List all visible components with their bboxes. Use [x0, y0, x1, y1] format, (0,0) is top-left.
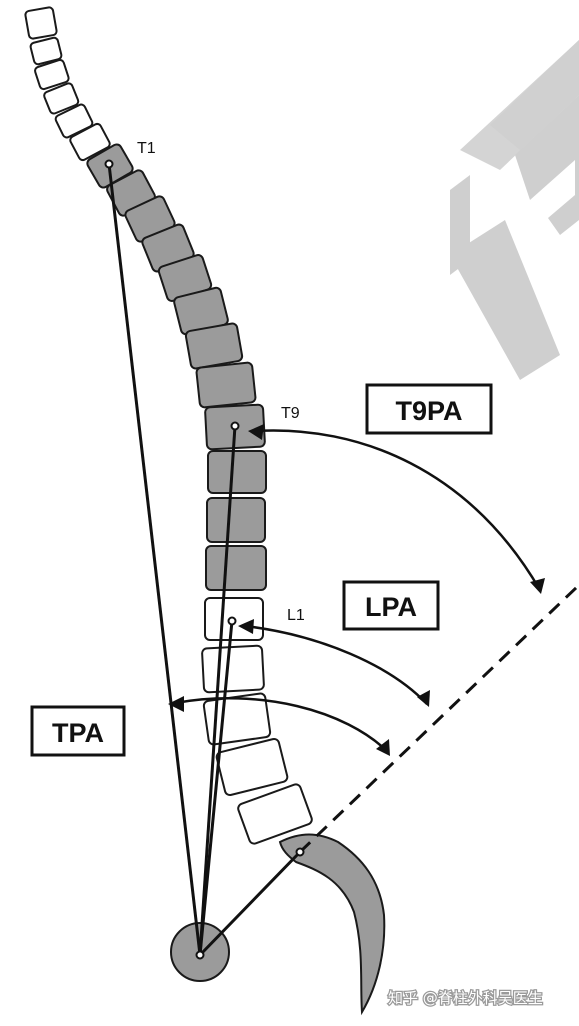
cervical-vertebrae [24, 6, 111, 162]
tpa-label-box: TPA [30, 705, 126, 757]
svg-text:T9PA: T9PA [395, 396, 462, 426]
angle-lines [107, 163, 302, 957]
lpa-label-box: LPA [342, 580, 440, 631]
svg-text:LPA: LPA [365, 592, 417, 622]
background-logo-shapes [450, 40, 579, 380]
t9pa-label-box: T9PA [365, 383, 493, 435]
label-l1: L1 [287, 607, 305, 624]
point-markers [104, 159, 305, 960]
angle-arcs [174, 429, 542, 753]
sacrum [278, 833, 386, 1016]
thoracic-vertebrae [86, 143, 267, 591]
label-t1: T1 [137, 140, 156, 157]
watermark-text: 知乎 @脊柱外科吴医生 [388, 989, 543, 1007]
svg-text:TPA: TPA [52, 718, 104, 748]
label-t9: T9 [281, 405, 300, 422]
arrowheads [168, 424, 545, 756]
dashed-reference-line [298, 584, 579, 854]
